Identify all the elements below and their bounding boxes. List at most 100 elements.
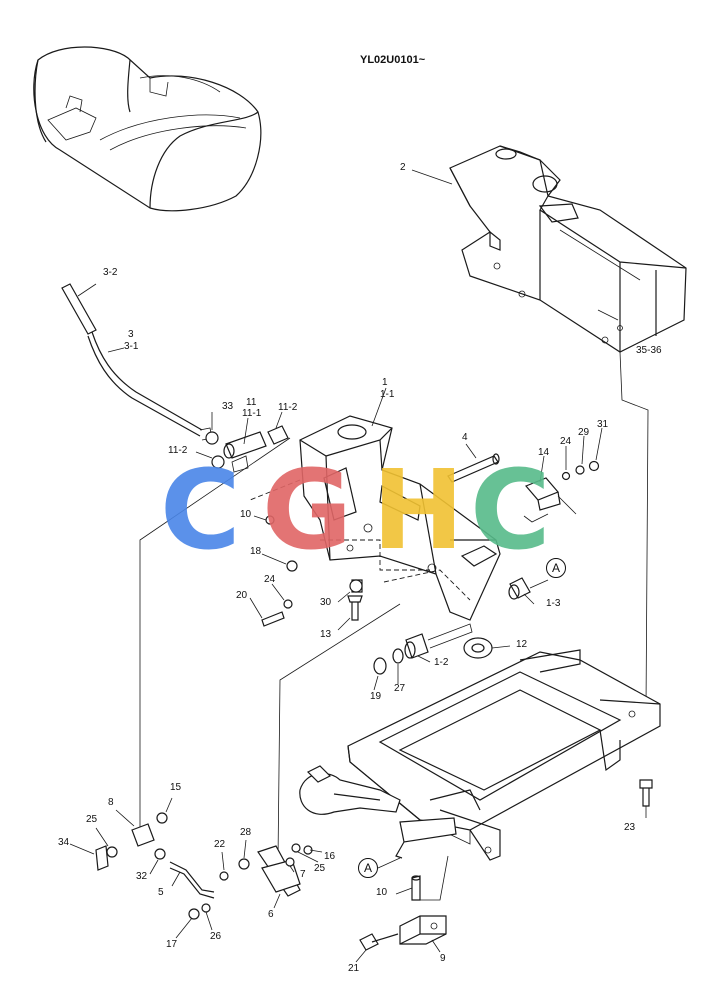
leader-1-2 (417, 655, 431, 663)
leader-2 (411, 169, 453, 185)
leader-24b (271, 583, 285, 601)
drawing-code: YL02U0101~ (360, 54, 426, 66)
callout-10-lower: 10 (376, 887, 388, 898)
callout-9: 9 (440, 953, 446, 964)
part-4-pin (447, 453, 500, 483)
callout-22: 22 (214, 839, 226, 850)
watermark-letter-c2: C (470, 446, 551, 574)
callout-11-2-lower: 11-2 (168, 445, 188, 456)
leader-17 (175, 917, 193, 939)
callout-23: 23 (624, 822, 636, 833)
callout-3-1: 3-1 (124, 341, 139, 352)
callout-12: 12 (516, 639, 528, 650)
leader-21 (355, 949, 367, 963)
callout-1: 1 (382, 377, 388, 388)
callout-33: 33 (222, 401, 234, 412)
leader-10a (253, 515, 267, 521)
part-1-bracket (249, 415, 501, 621)
callout-1-2: 1-2 (434, 657, 449, 668)
callout-3-2: 3-2 (103, 267, 118, 278)
callout-35-36: 35-36 (636, 345, 662, 356)
callout-30: 30 (320, 597, 332, 608)
part-8-link (95, 812, 215, 899)
callout-11: 11 (246, 397, 257, 408)
callout-18: 18 (250, 546, 262, 557)
callout-34: 34 (58, 837, 70, 848)
leader-35-36 (619, 351, 649, 709)
leader-11-2b (195, 451, 213, 459)
callout-14: 14 (538, 447, 550, 458)
leader-15 (165, 797, 173, 813)
callout-27: 27 (394, 683, 406, 694)
leader-1 (371, 387, 387, 427)
leader-7 (289, 865, 295, 873)
leader-11 (243, 417, 249, 445)
callout-1-1: 1-1 (380, 389, 395, 400)
leader-32 (149, 859, 159, 875)
callout-4: 4 (462, 432, 468, 443)
leader-3-2 (77, 283, 97, 297)
callout-29: 29 (578, 427, 590, 438)
damper-assembly (299, 765, 457, 859)
callout-8: 8 (108, 797, 114, 808)
watermark-letter-c1: C (160, 446, 241, 574)
callout-5: 5 (158, 887, 164, 898)
callout-11-1: 11-1 (242, 408, 262, 419)
leader-1-3 (523, 593, 535, 605)
seat-overview-illustration (33, 46, 262, 212)
leader-25a (95, 827, 109, 847)
leader-10b (395, 887, 413, 895)
callout-20: 20 (236, 590, 248, 601)
callout-17: 17 (166, 939, 178, 950)
part-6-plate (188, 843, 313, 920)
leader-4 (465, 443, 477, 459)
base-chassis (347, 649, 661, 861)
leader-12 (491, 645, 511, 649)
leader-5 (171, 871, 181, 887)
watermark-cghc: C G H C (160, 446, 551, 574)
hardware-group-right (373, 577, 531, 675)
guide-line-middle (277, 603, 401, 861)
callout-31: 31 (597, 419, 609, 430)
callout-13: 13 (320, 629, 332, 640)
callout-15: 15 (170, 782, 182, 793)
part-11-boss (205, 425, 289, 473)
leader-31 (595, 427, 603, 461)
leader-11-2a (275, 411, 283, 429)
leader-20 (249, 597, 263, 619)
reference-marker-a-lower: A (358, 858, 378, 878)
leader-34 (69, 843, 95, 855)
callout-24-lower: 24 (264, 574, 276, 585)
callout-1-3: 1-3 (546, 598, 561, 609)
leader-25b (297, 851, 319, 863)
callout-28: 28 (240, 827, 252, 838)
watermark-letter-h: H (372, 446, 464, 574)
leader-16 (309, 849, 323, 853)
callout-19: 19 (370, 691, 382, 702)
callout-26: 26 (210, 931, 222, 942)
part-3-lever (61, 283, 213, 441)
callout-24-upper: 24 (560, 436, 572, 447)
leader-18 (261, 553, 287, 565)
leader-3 (107, 347, 125, 353)
callout-7: 7 (300, 869, 306, 880)
leader-29 (581, 435, 585, 465)
leader-14 (539, 455, 545, 483)
callout-21: 21 (348, 963, 360, 974)
leader-19 (373, 675, 379, 691)
part-14-switch (523, 460, 600, 523)
leader-a-upper (529, 579, 549, 589)
callout-3: 3 (128, 329, 134, 340)
callout-25-right: 25 (314, 863, 326, 874)
callout-10-upper: 10 (240, 509, 252, 520)
guide-line-left (139, 437, 291, 830)
watermark-letter-g: G (262, 446, 352, 574)
callout-6: 6 (268, 909, 274, 920)
leader-22 (221, 851, 225, 871)
hardware-group-left (261, 515, 363, 627)
reference-marker-a-upper: A (546, 558, 566, 578)
guide-line-right (420, 855, 449, 901)
leader-8 (115, 809, 135, 827)
